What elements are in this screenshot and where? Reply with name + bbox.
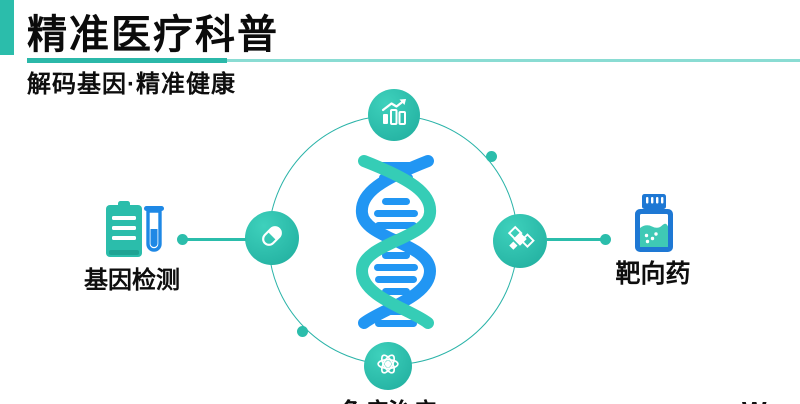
medicine-bottle-icon	[631, 192, 677, 259]
molecule-diamonds-icon	[503, 222, 537, 261]
label-targeted-drug: 靶向药	[615, 260, 691, 288]
connector-line-right	[546, 238, 602, 241]
connector-line-left	[186, 238, 246, 241]
page-title: 精准医疗科普	[27, 13, 279, 57]
title-underline-thick	[27, 58, 227, 63]
label-immunotherapy: 免疫治疗	[338, 392, 438, 404]
orbit-dot-southwest	[297, 326, 308, 337]
bar-chart-rising-icon	[378, 97, 410, 134]
label-gene-testing: 基因检测	[84, 267, 180, 294]
title-accent-bar	[0, 0, 14, 55]
orbit-node-medication	[245, 211, 299, 265]
dna-double-helix-icon	[350, 151, 442, 339]
capsule-icon	[255, 219, 289, 258]
atom-icon	[373, 349, 403, 384]
connector-dot-left	[177, 234, 188, 245]
watermark-letter: W	[742, 396, 769, 404]
orbit-node-statistics	[368, 89, 420, 141]
page-subtitle: 解码基因·精准健康	[27, 71, 236, 98]
orbit-node-immune	[364, 342, 412, 390]
orbit-node-molecule	[493, 214, 547, 268]
connector-dot-right	[600, 234, 611, 245]
orbit-dot-northeast	[486, 151, 497, 162]
title-underline-thin	[227, 59, 800, 62]
test-report-tube-icon	[100, 196, 166, 267]
